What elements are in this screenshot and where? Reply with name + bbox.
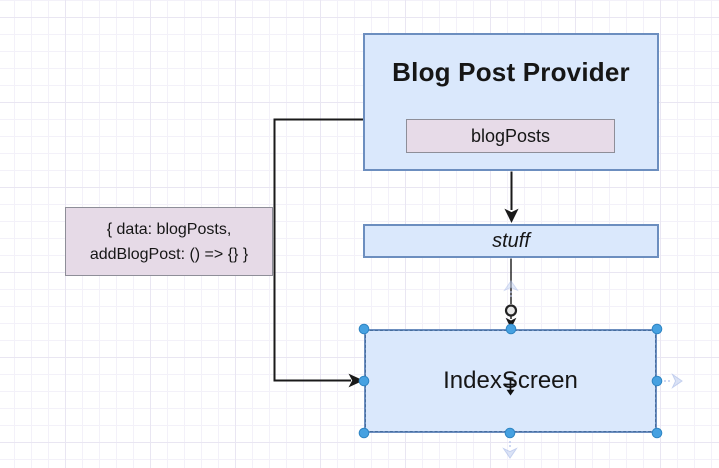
edge-stuff-to-index-screen[interactable] <box>504 258 518 329</box>
direction-arrow-right-icon[interactable] <box>664 373 683 389</box>
edge-label-line2: addBlogPost: () => {} } <box>89 245 249 263</box>
edge-label-line1: { data: blogPosts, <box>106 220 232 238</box>
edge-endpoint-circle[interactable] <box>504 304 518 317</box>
node-stuff[interactable]: stuff <box>363 224 659 258</box>
node-label: stuff <box>492 229 530 252</box>
node-label: blogPosts <box>470 125 551 146</box>
edge-label-props[interactable]: { data: blogPosts, addBlogPost: () => {}… <box>65 207 273 276</box>
edge-provider-to-stuff[interactable] <box>504 171 519 224</box>
arrowhead-icon <box>504 208 519 223</box>
node-index-screen[interactable]: IndexScreen <box>364 329 657 433</box>
node-blog-posts[interactable]: blogPosts <box>406 119 615 153</box>
edge-provider-to-index-screen[interactable] <box>273 118 364 388</box>
arrowhead-icon <box>505 317 517 329</box>
arrowhead-icon <box>348 373 364 388</box>
node-title: Blog Post Provider <box>392 57 630 87</box>
direction-arrow-down-icon[interactable] <box>502 441 518 459</box>
node-label: IndexScreen <box>443 367 578 394</box>
direction-arrow-up-icon[interactable] <box>503 280 519 297</box>
